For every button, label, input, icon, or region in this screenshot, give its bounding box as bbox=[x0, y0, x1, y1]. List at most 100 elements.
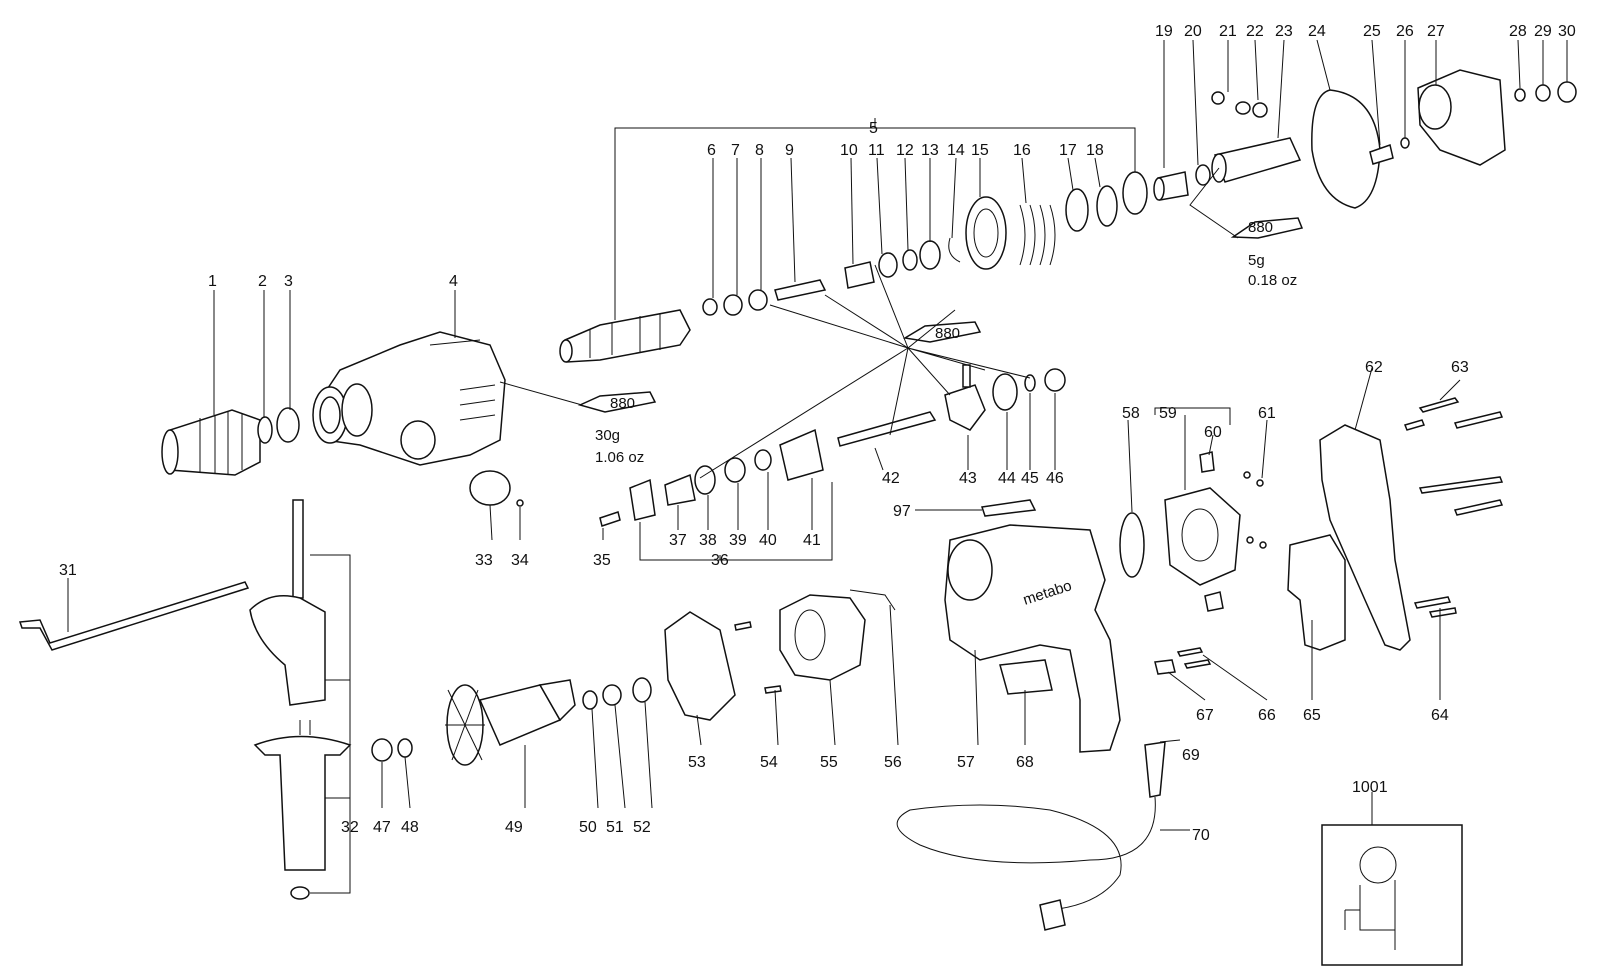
callout-57: 57 bbox=[957, 754, 975, 771]
part-67-cable-clamp bbox=[1154, 659, 1176, 675]
callout-12: 12 bbox=[896, 142, 914, 159]
part-66-screw bbox=[1176, 647, 1204, 657]
part-60b-brush bbox=[1204, 591, 1224, 612]
part-4-gear-housing bbox=[312, 331, 506, 466]
part-34-ball bbox=[516, 499, 524, 507]
callout-40: 40 bbox=[759, 532, 777, 549]
part-68-label bbox=[999, 659, 1053, 695]
part-66b-screw bbox=[1183, 659, 1212, 669]
callout-42: 42 bbox=[882, 470, 900, 487]
callout-29: 29 bbox=[1534, 23, 1552, 40]
part-27-intermediate-flange bbox=[1417, 69, 1506, 166]
grease-tag-30g: 880 30g 1.06 oz bbox=[577, 391, 657, 466]
part-48-washer bbox=[397, 738, 413, 758]
callout-13: 13 bbox=[921, 142, 939, 159]
grease-code: 880 bbox=[610, 395, 635, 412]
callout-1: 1 bbox=[208, 273, 217, 290]
callout-20: 20 bbox=[1184, 23, 1202, 40]
callout-31: 31 bbox=[59, 562, 77, 579]
part-33-selector-knob bbox=[469, 470, 511, 506]
part-97-label bbox=[981, 499, 1037, 517]
part-35-spring bbox=[599, 511, 621, 527]
part-58-gasket bbox=[1119, 512, 1145, 578]
callout-1001: 1001 bbox=[1352, 779, 1388, 796]
callout-63: 63 bbox=[1451, 359, 1469, 376]
callout-11: 11 bbox=[868, 142, 885, 159]
part-12-ring bbox=[902, 249, 918, 271]
callout-51: 51 bbox=[606, 819, 624, 836]
part-16-spring bbox=[1019, 204, 1056, 266]
callout-22: 22 bbox=[1246, 23, 1264, 40]
part-23-cylinder bbox=[1211, 137, 1302, 183]
callout-23: 23 bbox=[1275, 23, 1293, 40]
part-19-piston bbox=[1153, 171, 1189, 201]
part-39-bearing bbox=[724, 457, 746, 483]
grease-code: 880 bbox=[935, 325, 960, 342]
part-ring-5b bbox=[1122, 171, 1148, 215]
part-30-ring bbox=[1557, 81, 1577, 103]
part-49-armature bbox=[445, 679, 576, 766]
part-54b-screw bbox=[764, 685, 782, 694]
callout-60: 60 bbox=[1204, 424, 1222, 441]
part-37-shaft bbox=[664, 473, 696, 506]
callout-69: 69 bbox=[1182, 747, 1200, 764]
callout-27: 27 bbox=[1427, 23, 1445, 40]
callout-48: 48 bbox=[401, 819, 419, 836]
part-3-ring bbox=[276, 407, 300, 443]
callout-17: 17 bbox=[1059, 142, 1077, 159]
callout-67: 67 bbox=[1196, 707, 1214, 724]
part-43-wobble-bearing bbox=[944, 364, 986, 431]
callout-49: 49 bbox=[505, 819, 523, 836]
part-7-washer bbox=[723, 294, 743, 316]
part-65-switch bbox=[1287, 534, 1346, 651]
part-55-field bbox=[779, 594, 866, 681]
callout-46: 46 bbox=[1046, 470, 1064, 487]
part-24-gasket bbox=[1311, 89, 1381, 209]
part-22-ring bbox=[1252, 102, 1268, 118]
grease-amount: 5g bbox=[1248, 252, 1265, 269]
callout-32: 32 bbox=[341, 819, 359, 836]
callout-2: 2 bbox=[258, 273, 267, 290]
callout-55: 55 bbox=[820, 754, 838, 771]
part-38-gear bbox=[694, 465, 716, 495]
callout-66: 66 bbox=[1258, 707, 1276, 724]
grease-amount: 30g bbox=[595, 427, 620, 444]
part-17-ring bbox=[1065, 188, 1089, 232]
part-28-washer bbox=[1514, 88, 1526, 102]
callout-30: 30 bbox=[1558, 23, 1576, 40]
callout-39: 39 bbox=[729, 532, 747, 549]
part-63-screws bbox=[1403, 397, 1504, 618]
callout-24: 24 bbox=[1308, 23, 1326, 40]
part-1001-wiring-diagram bbox=[1321, 824, 1463, 966]
callout-65: 65 bbox=[1303, 707, 1321, 724]
part-1-chuck bbox=[161, 409, 261, 476]
part-45-washer bbox=[1024, 374, 1036, 392]
grease-code: 880 bbox=[1248, 219, 1273, 236]
callout-26: 26 bbox=[1396, 23, 1414, 40]
leader-lines bbox=[67, 39, 1568, 894]
part-5-spindle bbox=[559, 309, 691, 363]
part-32-side-handle bbox=[249, 499, 352, 900]
callout-9: 9 bbox=[785, 142, 794, 159]
part-41-plate bbox=[779, 428, 824, 481]
callout-64: 64 bbox=[1431, 707, 1449, 724]
part-61b-screw bbox=[1243, 471, 1251, 479]
part-21-ring bbox=[1211, 91, 1225, 105]
part-61c-screw bbox=[1246, 536, 1254, 544]
part-60-brush bbox=[1199, 451, 1215, 473]
callout-54: 54 bbox=[760, 754, 778, 771]
part-29-washer bbox=[1535, 84, 1551, 102]
callout-7: 7 bbox=[731, 142, 740, 159]
callout-68: 68 bbox=[1016, 754, 1034, 771]
part-62-handle-shell bbox=[1319, 424, 1411, 651]
part-26-ring bbox=[1400, 137, 1410, 149]
callout-6: 6 bbox=[707, 142, 716, 159]
part-20-oring bbox=[1195, 164, 1211, 186]
callout-labels: 1 2 3 4 5 6 7 8 9 10 11 12 13 14 15 16 1… bbox=[59, 23, 1576, 844]
part-56-terminal bbox=[849, 589, 896, 611]
callout-8: 8 bbox=[755, 142, 764, 159]
part-6-washer bbox=[702, 298, 718, 316]
callout-47: 47 bbox=[373, 819, 391, 836]
part-36-cam bbox=[629, 478, 656, 521]
